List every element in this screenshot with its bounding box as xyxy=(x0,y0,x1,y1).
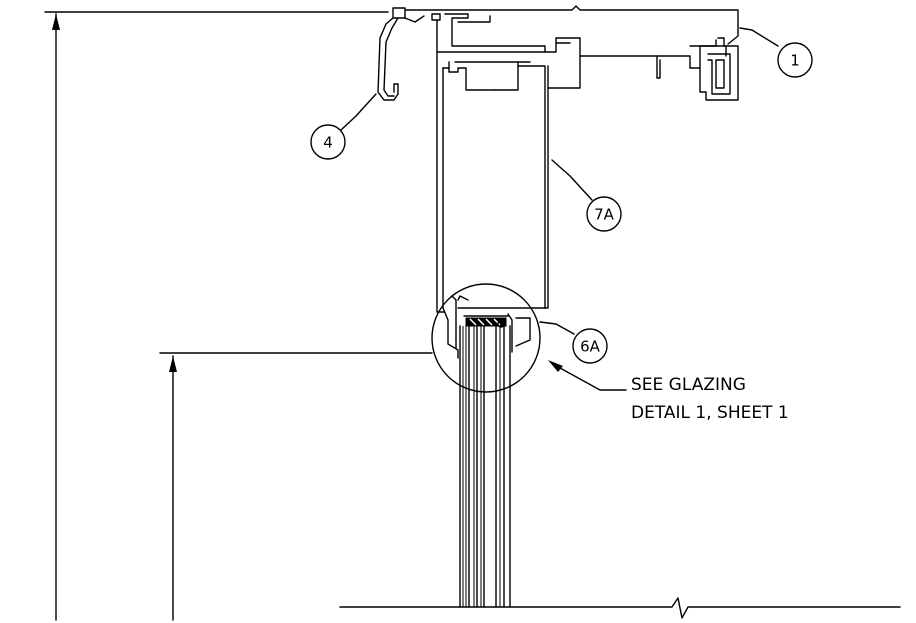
break-line xyxy=(339,597,901,619)
callout-label-6a: 6A xyxy=(580,338,601,356)
head-frame-profile xyxy=(392,5,739,89)
note-line-1: SEE GLAZING xyxy=(631,375,746,395)
insulated-glass-unit xyxy=(459,325,511,608)
callout-bubble-4: 4 xyxy=(310,124,346,160)
jamb-profile xyxy=(436,51,549,313)
glazing-dimension-line xyxy=(159,352,433,621)
callout-label-4: 4 xyxy=(323,134,333,152)
interior-clip-profile xyxy=(689,45,739,101)
glazing-detail-circle xyxy=(431,283,541,393)
callout-bubble-1: 1 xyxy=(777,42,813,78)
receptor-profile xyxy=(377,15,425,101)
glazing-note: SEE GLAZING DETAIL 1, SHEET 1 xyxy=(631,375,789,423)
glazing-pocket xyxy=(442,295,531,359)
callout-label-1: 1 xyxy=(790,52,800,70)
note-line-2: DETAIL 1, SHEET 1 xyxy=(631,403,789,423)
callout-label-7a: 7A xyxy=(594,206,615,224)
overall-dimension-line xyxy=(44,11,389,621)
leader-lines xyxy=(340,27,779,391)
callout-bubble-6a: 6A xyxy=(572,328,608,364)
callout-bubble-7a: 7A xyxy=(586,196,622,232)
